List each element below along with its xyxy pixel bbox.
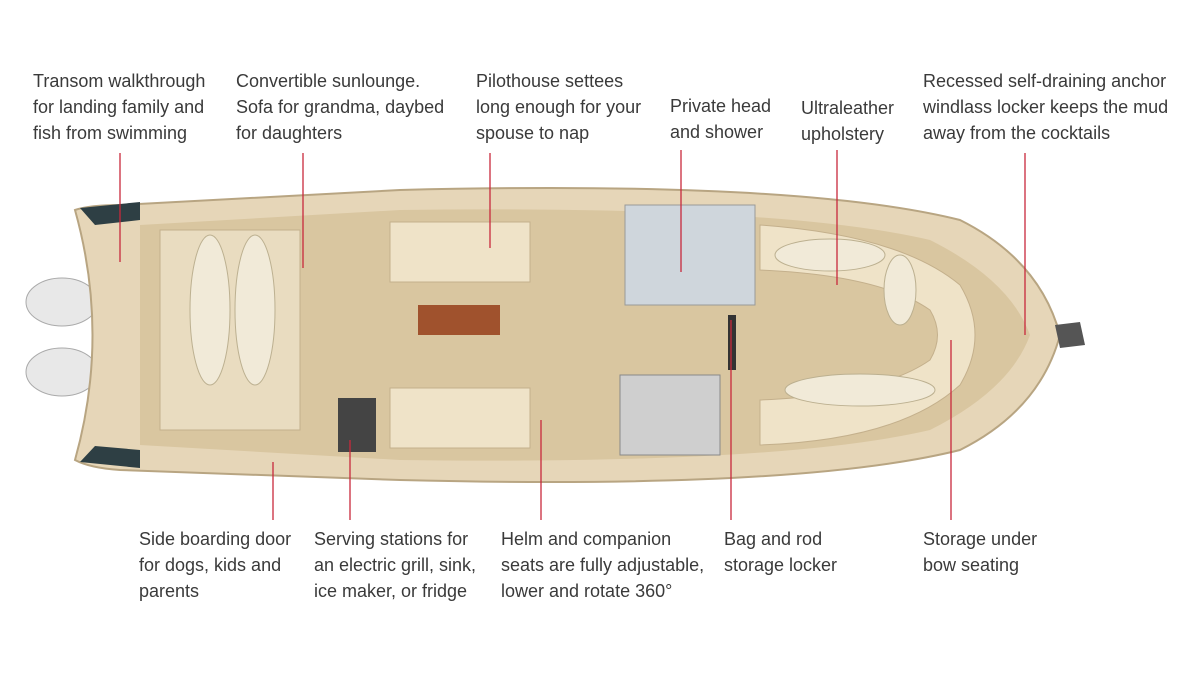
rod-locker — [728, 315, 736, 370]
label-line: spouse to nap — [476, 123, 590, 143]
label-line: Sofa for grandma, daybed — [236, 97, 445, 117]
label-line: Helm and companion — [501, 529, 672, 549]
label-private-head: Private head and shower — [670, 93, 771, 145]
leader-lines — [119, 150, 1026, 520]
table — [418, 305, 500, 335]
label-line: Storage under — [923, 529, 1038, 549]
label-line: Pilothouse settees — [476, 71, 624, 91]
label-helm-seats: Helm and companion seats are fully adjust… — [501, 526, 704, 604]
label-anchor-locker: Recessed self-draining anchor windlass lo… — [923, 68, 1168, 146]
cockpit-lounge — [159, 229, 301, 431]
head-compartment — [624, 204, 756, 306]
label-line: Private head — [670, 96, 772, 116]
label-line: for daughters — [236, 123, 343, 143]
label-line: Convertible sunlounge. — [236, 71, 421, 91]
label-line: and shower — [670, 122, 764, 142]
label-line: an electric grill, sink, — [314, 555, 477, 575]
label-line: away from the cocktails — [923, 123, 1111, 143]
label-line: storage locker — [724, 555, 838, 575]
label-convertible-sunlounge: Convertible sunlounge. Sofa for grandma, … — [236, 68, 444, 146]
label-line: Transom walkthrough — [33, 71, 206, 91]
figures — [189, 234, 936, 407]
settee-starboard — [389, 387, 531, 449]
label-line: fish from swimming — [33, 123, 188, 143]
label-line: upholstery — [801, 124, 885, 144]
label-transom-walkthrough: Transom walkthrough for landing family an… — [33, 68, 205, 146]
label-line: for landing family and — [33, 97, 205, 117]
label-rod-locker: Bag and rod storage locker — [724, 526, 837, 578]
label-line: Recessed self-draining anchor — [923, 71, 1167, 91]
label-side-boarding-door: Side boarding door for dogs, kids and pare… — [139, 526, 291, 604]
label-pilothouse-settees: Pilothouse settees long enough for your sp… — [476, 68, 641, 146]
label-serving-stations: Serving stations for an electric grill, s… — [314, 526, 476, 604]
label-line: ice maker, or fridge — [314, 581, 468, 601]
label-line: for dogs, kids and — [139, 555, 282, 575]
label-line: Ultraleather — [801, 98, 895, 118]
label-line: lower and rotate 360° — [501, 581, 673, 601]
label-line: windlass locker keeps the mud — [923, 97, 1169, 117]
label-line: Bag and rod — [724, 529, 823, 549]
label-line: Side boarding door — [139, 529, 292, 549]
bow-pulpit — [1055, 322, 1085, 348]
label-line: bow seating — [923, 555, 1020, 575]
label-bow-storage: Storage under bow seating — [923, 526, 1037, 578]
helm-station — [619, 374, 721, 456]
settee-port — [389, 221, 531, 283]
label-ultraleather: Ultraleather upholstery — [801, 95, 894, 147]
label-line: Serving stations for — [314, 529, 469, 549]
label-line: long enough for your — [476, 97, 642, 117]
grill-station — [338, 398, 376, 452]
label-line: parents — [139, 581, 200, 601]
label-line: seats are fully adjustable, — [501, 555, 705, 575]
